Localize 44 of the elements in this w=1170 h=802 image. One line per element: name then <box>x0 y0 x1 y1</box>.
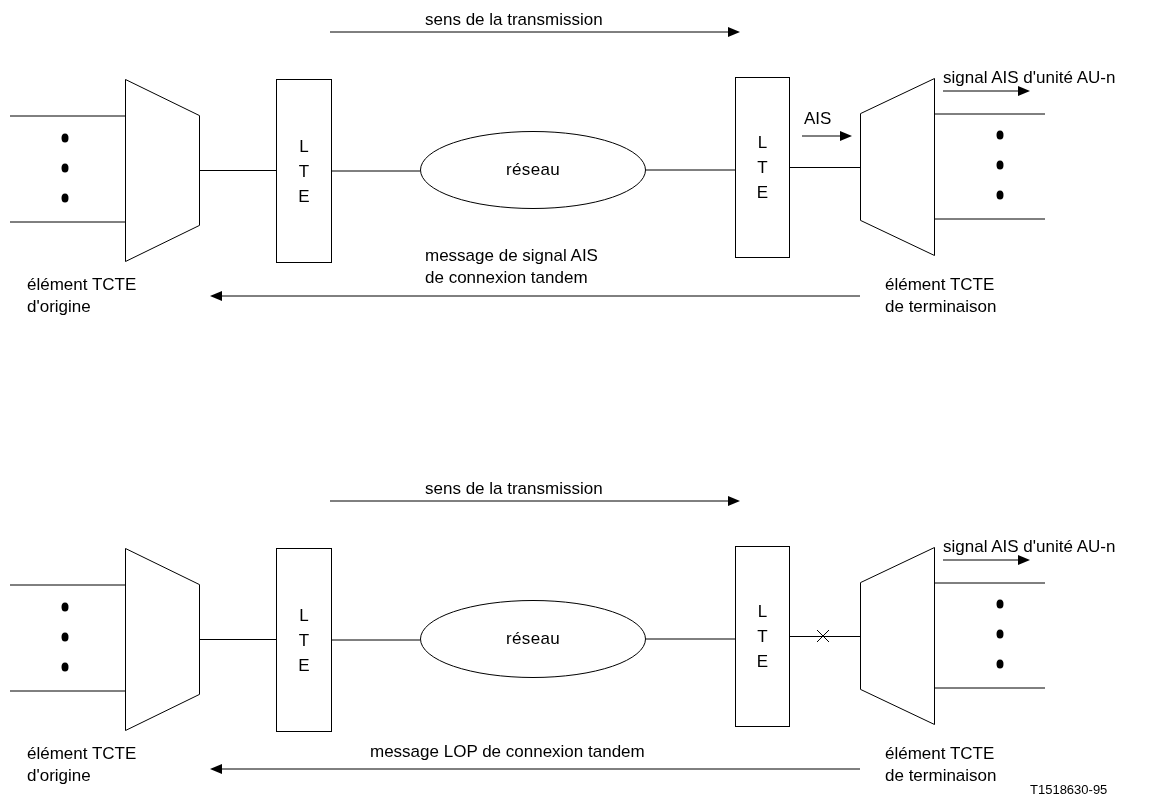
connection-line <box>934 582 1046 584</box>
multiplexer-trapezoid <box>860 547 935 725</box>
network-ellipse <box>420 131 646 209</box>
connection-line <box>331 170 421 172</box>
annotation-text: sens de la transmission <box>425 9 603 31</box>
multiplexer-trapezoid <box>125 79 200 262</box>
multiplexer-trapezoid <box>125 548 200 731</box>
element-caption: élément TCTE d'origine <box>27 274 138 318</box>
equipment-box <box>735 546 790 727</box>
multiplexer-trapezoid <box>860 78 935 256</box>
connection-line <box>9 584 126 586</box>
annotation-text: signal AIS d'unité AU-n <box>943 536 1116 558</box>
box-label: L T E <box>755 132 770 204</box>
connection-line <box>934 687 1046 689</box>
equipment-box <box>735 77 790 258</box>
connection-line <box>645 169 736 171</box>
box-label: L T E <box>297 135 311 208</box>
annotation-text: sens de la transmission <box>425 478 603 500</box>
network-ellipse <box>420 600 646 678</box>
element-caption: élément TCTE d'origine <box>27 743 138 787</box>
annotation-text: message de signal AIS de connexion tandem <box>425 245 599 289</box>
connection-line <box>645 638 736 640</box>
connection-line <box>9 115 126 117</box>
figure-number: T1518630-95 <box>1030 781 1108 799</box>
connection-line <box>9 690 126 692</box>
node-label: réseau <box>506 629 560 649</box>
connection-line <box>789 167 861 168</box>
element-caption: élément TCTE de terminaison <box>885 743 998 787</box>
box-label: L T E <box>755 601 770 673</box>
annotation-text: message LOP de connexion tandem <box>370 741 645 763</box>
annotation-text: AIS <box>804 108 832 130</box>
equipment-box <box>276 79 332 263</box>
equipment-box <box>276 548 332 732</box>
connection-line <box>934 218 1046 220</box>
node-label: réseau <box>506 160 560 180</box>
connection-line <box>199 170 277 171</box>
connection-line <box>9 221 126 223</box>
connection-line <box>789 636 861 637</box>
box-label: L T E <box>297 604 311 677</box>
element-caption: élément TCTE de terminaison <box>885 274 998 318</box>
connection-line <box>934 113 1046 115</box>
connection-line <box>331 639 421 641</box>
annotation-text: signal AIS d'unité AU-n <box>943 67 1116 89</box>
connection-line <box>199 639 277 640</box>
